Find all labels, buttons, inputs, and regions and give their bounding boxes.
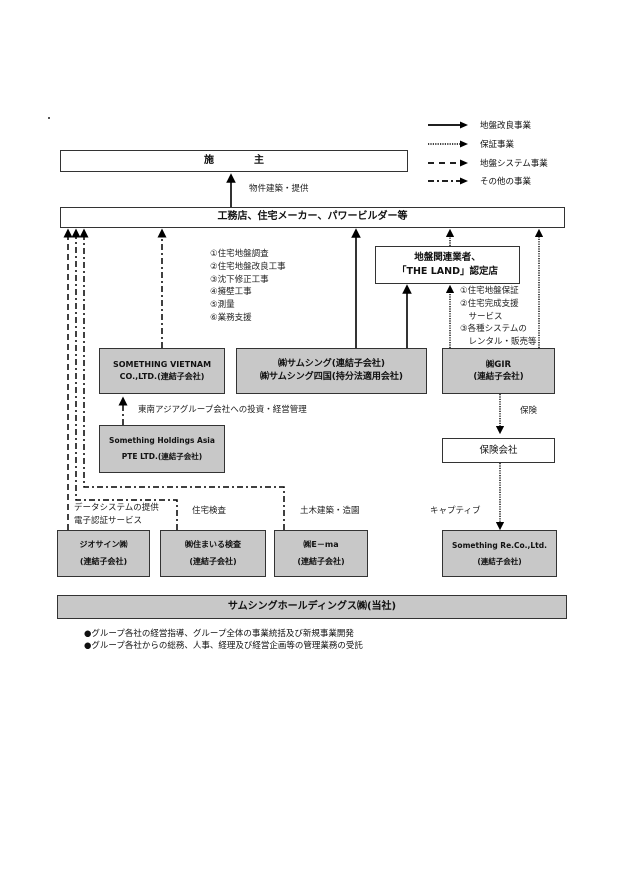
note-2: ●グループ各社からの総務、人事、経理及び経営企画等の管理業務の受託 — [84, 641, 363, 651]
data-system-line: 電子認証サービス — [74, 515, 143, 526]
land-line1: 地盤関連業者、 — [414, 252, 481, 264]
builders-label: 工務店、住宅メーカー、パワービルダー等 — [217, 211, 408, 223]
sumai-line2: (連結子会社) — [189, 556, 237, 566]
holdings-label: サムシングホールディングス㈱(当社) — [227, 600, 397, 612]
service-item: ③沈下修正工事 — [210, 274, 269, 285]
ema-line1: ㈱E－ma — [303, 539, 339, 549]
service-item: ⑥業務支援 — [210, 312, 252, 323]
gir-line1: ㈱GIR — [485, 359, 512, 370]
vietnam-box: SOMETHING VIETNAM CO.,LTD.(連結子会社) — [99, 348, 225, 394]
label-sea-investment: 東南アジアグループ会社への投資・経営管理 — [138, 405, 307, 415]
holdings-box: サムシングホールディングス㈱(当社) — [57, 595, 567, 619]
dashdot-arrow-icon — [428, 177, 468, 185]
samsing-box: ㈱サムシング(連結子会社) ㈱サムシング四国(持分法適用会社) — [236, 348, 427, 394]
line-ema-builders — [79, 228, 285, 530]
label-data-system: データシステムの提供 電子認証サービス — [74, 502, 159, 528]
sumai-line1: ㈱住まいる検査 — [185, 539, 241, 549]
label-civil: 土木建築・造園 — [300, 506, 360, 516]
vietnam-line1: SOMETHING VIETNAM — [112, 360, 212, 370]
geosign-line2: (連結子会社) — [79, 556, 128, 566]
geosign-line1: ジオサイン㈱ — [79, 539, 128, 549]
gir-box: ㈱GIR (連結子会社) — [442, 348, 555, 394]
label-captive: キャプティブ — [430, 506, 481, 516]
re-line2: (連結子会社) — [477, 556, 522, 566]
sumai-box: ㈱住まいる検査 (連結子会社) — [160, 530, 266, 577]
label-build-provide: 物件建築・提供 — [249, 184, 309, 194]
label-guarantee: ①住宅地盤保証 ②住宅完成支援 サービス ③各種システムの レンタル・販売等 — [460, 285, 537, 349]
builders-box: 工務店、住宅メーカー、パワービルダー等 — [60, 207, 565, 228]
insurance-box: 保険会社 — [442, 438, 555, 463]
label-home-inspection: 住宅検査 — [192, 506, 227, 516]
legend-dashed: 地盤システム事業 — [428, 157, 548, 169]
label-insurance: 保険 — [520, 406, 538, 416]
legend-solid: 地盤改良事業 — [428, 119, 531, 131]
land-box: 地盤関連業者、 「THE LAND」認定店 — [375, 246, 520, 284]
legend-label: 地盤システム事業 — [480, 159, 548, 169]
service-item: ①住宅地盤調査 — [210, 249, 269, 259]
asia-line2: PTE LTD.(連結子会社) — [121, 452, 203, 461]
label-services: ①住宅地盤調査 ②住宅地盤改良工事 ③沈下修正工事 ④擁壁工事 ⑤測量 ⑥業務支… — [210, 248, 286, 325]
legend-dashdot: その他の事業 — [428, 175, 531, 187]
stray-dot — [48, 117, 50, 119]
service-item: ④擁壁工事 — [210, 287, 252, 298]
ema-box: ㈱E－ma (連結子会社) — [274, 530, 368, 577]
line-sumai-builders — [71, 228, 178, 530]
guarantee-item: ②住宅完成支援 — [460, 298, 519, 309]
guarantee-item: レンタル・販売等 — [460, 337, 537, 347]
asia-box: Something Holdings Asia PTE LTD.(連結子会社) — [99, 425, 225, 473]
samsing-line2: ㈱サムシング四国(持分法適用会社) — [259, 372, 404, 382]
legend-dotted: 保証事業 — [428, 138, 514, 150]
samsing-line1: ㈱サムシング(連結子会社) — [277, 358, 386, 369]
dotted-arrow-icon — [428, 140, 468, 148]
owner-box: 施 主 — [60, 150, 408, 172]
guarantee-item: ①住宅地盤保証 — [460, 286, 519, 296]
owner-label: 施 主 — [204, 154, 264, 166]
guarantee-item: サービス — [460, 311, 503, 322]
service-item: ⑤測量 — [210, 300, 235, 310]
legend-label: その他の事業 — [480, 177, 532, 187]
vietnam-line2: CO.,LTD.(連結子会社) — [119, 372, 205, 381]
re-box: Something Re.Co.,Ltd. (連結子会社) — [442, 530, 557, 577]
guarantee-item: ③各種システムの — [460, 324, 527, 335]
legend-label: 地盤改良事業 — [480, 121, 532, 131]
note-1: ●グループ各社の経営指導、グループ全体の事業統括及び新規事業開発 — [84, 629, 354, 639]
insurance-box-label: 保険会社 — [479, 444, 518, 456]
re-line1: Something Re.Co.,Ltd. — [452, 540, 547, 550]
geosign-box: ジオサイン㈱ (連結子会社) — [57, 530, 150, 577]
gir-line2: (連結子会社) — [473, 372, 524, 382]
service-item: ②住宅地盤改良工事 — [210, 261, 286, 272]
asia-line1: Something Holdings Asia — [109, 436, 215, 446]
ema-line2: (連結子会社) — [297, 556, 345, 566]
dashed-arrow-icon — [428, 159, 468, 167]
legend-label: 保証事業 — [480, 140, 515, 150]
data-system-line: データシステムの提供 — [74, 503, 159, 513]
solid-arrow-icon — [428, 121, 468, 129]
land-line2: 「THE LAND」認定店 — [397, 266, 498, 277]
